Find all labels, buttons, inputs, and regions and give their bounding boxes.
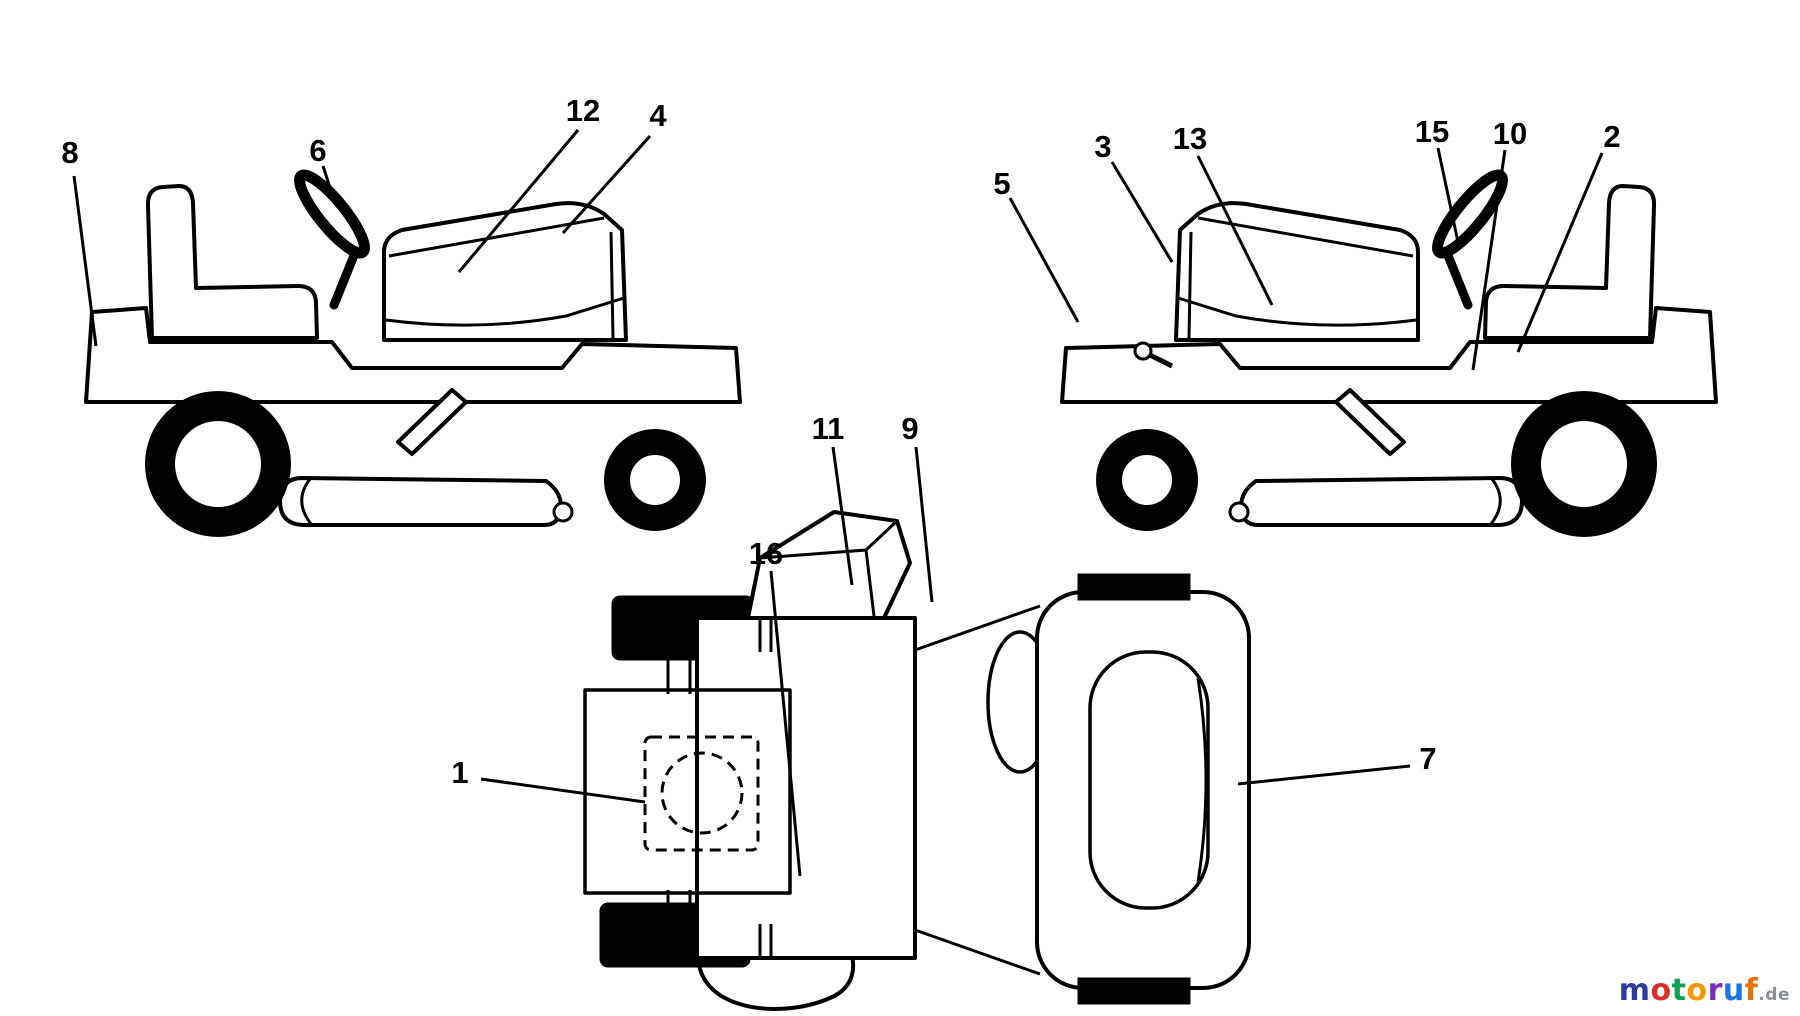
callout-9-leader — [914, 446, 934, 603]
watermark-letter: o — [1650, 973, 1672, 1008]
engine-circle-dashed — [660, 751, 744, 835]
callout-4-label: 4 — [649, 98, 667, 133]
callout-15: 15 — [1415, 114, 1460, 243]
callout-3: 3 — [1094, 129, 1174, 263]
callout-10-leader — [1471, 149, 1507, 371]
callout-13-label: 13 — [1173, 121, 1207, 156]
console-wedge-folds — [759, 519, 899, 617]
watermark-letter: r — [1707, 973, 1723, 1008]
watermark-letter: o — [1686, 973, 1708, 1008]
rear-wheel-top — [1077, 573, 1191, 601]
callout-13-leader — [1196, 155, 1274, 306]
callout-4-leader — [561, 134, 652, 235]
seat-pan-top-view — [1088, 650, 1210, 910]
watermark-letter: m — [1618, 973, 1651, 1008]
callout-12: 12 — [457, 93, 600, 273]
callout-12-label: 12 — [566, 93, 600, 128]
callout-8-leader — [72, 175, 98, 347]
callout-6: 6 — [309, 133, 336, 201]
callout-11: 11 — [812, 411, 854, 586]
callout-10-label: 10 — [1493, 116, 1527, 151]
engine-outline-dashed — [643, 735, 760, 852]
rear-wheel-bottom — [1077, 977, 1191, 1005]
callout-16-leader — [769, 570, 802, 877]
callout-5-leader — [1008, 197, 1080, 323]
watermark-letter: t — [1671, 973, 1687, 1008]
seat-pan-inner-line — [1196, 677, 1208, 883]
cable-loop — [696, 940, 856, 1011]
callout-15-leader — [1436, 147, 1460, 243]
watermark-letters: motoruf — [1619, 973, 1759, 1008]
callout-9-label: 9 — [901, 411, 918, 446]
callout-2: 2 — [1516, 119, 1621, 353]
watermark-suffix: .de — [1758, 985, 1790, 1005]
callouts: 8 6 12 4 5 3 13 15 — [61, 93, 1621, 877]
callout-7-leader — [1237, 764, 1411, 786]
callout-1-label: 1 — [451, 755, 468, 790]
tractor-right-side-view — [1062, 168, 1716, 525]
callout-13: 13 — [1173, 121, 1274, 306]
flare-line-top — [914, 604, 1041, 652]
callout-2-leader — [1516, 152, 1604, 353]
callout-7: 7 — [1237, 741, 1437, 786]
callout-4: 4 — [561, 98, 667, 235]
callout-9: 9 — [901, 411, 934, 603]
chassis-frame — [695, 616, 917, 960]
callout-16: 16 — [749, 536, 802, 877]
ignition-key-detail — [1133, 341, 1153, 361]
ignition-key-stem — [1148, 352, 1174, 369]
watermark-motoruf-logo[interactable]: motoruf.de — [1619, 973, 1790, 1008]
callout-8: 8 — [61, 135, 98, 347]
callout-7-label: 7 — [1419, 741, 1436, 776]
callout-5: 5 — [993, 166, 1080, 323]
callout-3-label: 3 — [1094, 129, 1111, 164]
tractor-left-side-view — [86, 168, 740, 525]
callout-15-label: 15 — [1415, 114, 1449, 149]
callout-1-leader — [480, 777, 646, 804]
callout-11-leader — [831, 446, 854, 586]
callout-8-label: 8 — [61, 135, 78, 170]
watermark-letter: u — [1722, 973, 1745, 1008]
callout-6-label: 6 — [309, 133, 326, 168]
callout-11-label: 11 — [812, 411, 845, 446]
callout-1: 1 — [451, 755, 646, 804]
callout-10: 10 — [1471, 116, 1527, 371]
watermark-letter: f — [1744, 973, 1759, 1008]
callout-12-leader — [457, 129, 580, 273]
callout-6-leader — [321, 165, 336, 201]
callout-3-leader — [1110, 161, 1174, 263]
callout-5-label: 5 — [993, 166, 1010, 201]
tractor-top-view — [583, 510, 1251, 1011]
engine-bay — [583, 688, 792, 895]
flare-line-bottom — [914, 928, 1041, 976]
callout-2-label: 2 — [1603, 119, 1620, 154]
callout-16-label: 16 — [749, 536, 783, 571]
